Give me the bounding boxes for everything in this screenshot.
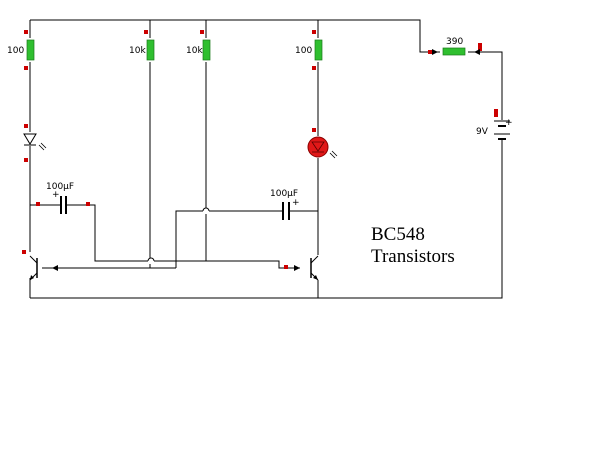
wire-c1-to-q2base [154, 260, 300, 269]
transistor-note: BC548 Transistors [371, 224, 455, 267]
led-1 [23, 133, 47, 151]
wire-battery-to-ground [30, 150, 503, 299]
r5-left-arrow [432, 49, 438, 55]
pin-r3-top [200, 30, 204, 34]
resistor-r2 [146, 39, 155, 61]
component-labels: 100 10k 10k 100 390 100µF + 100µF + 9V + [7, 37, 513, 208]
note-line-2: Transistors [371, 246, 455, 267]
label-r5: 390 [446, 37, 463, 47]
wire-c1-hop [147, 257, 155, 262]
label-c2-plus: + [292, 198, 300, 208]
pin-q2 [284, 265, 288, 269]
led-1-triangle [23, 133, 37, 145]
led-2 [307, 136, 338, 159]
pin-led1-top [24, 124, 28, 128]
resistor-r5 [442, 47, 466, 56]
pin-led1-bot [24, 158, 28, 162]
wires [29, 19, 503, 299]
led-2-triangle [311, 141, 325, 152]
battery [494, 120, 510, 150]
resistor-r4 [314, 39, 323, 61]
wire-c2-left [175, 210, 203, 268]
q1-collector [29, 255, 38, 264]
pin-r5-left [428, 50, 432, 54]
led-2-body [307, 136, 329, 158]
note-line-1: BC548 [371, 224, 425, 245]
label-r2: 10k [129, 46, 146, 56]
q2-collector [310, 255, 319, 264]
pin-r4-top [312, 30, 316, 34]
pin-r4-bot [312, 66, 316, 70]
pin-c1-left [36, 202, 40, 206]
q2-base-arrow [294, 265, 300, 271]
q1-emitter-arrow [30, 275, 34, 280]
led-1-light-arrows [38, 142, 47, 151]
label-c2: 100µF [270, 189, 298, 199]
label-battery: 9V [476, 127, 489, 137]
capacitor-c1 [60, 196, 67, 214]
label-r1: 100 [7, 46, 24, 56]
pin-r2-top [144, 30, 148, 34]
transistor-q1 [29, 255, 58, 281]
label-c1: 100µF [46, 182, 74, 192]
led-2-light-arrows [329, 150, 338, 159]
wire-c2-hop [202, 207, 210, 212]
resistor-r1 [26, 39, 35, 61]
resistors [26, 39, 466, 61]
label-r3: 10k [186, 46, 203, 56]
pin-r1-top [24, 30, 28, 34]
label-c1-plus: + [52, 190, 60, 200]
r5-pin-arrow [474, 49, 480, 55]
q2-emitter-arrow [313, 275, 318, 280]
q1-base-arrow [52, 265, 58, 271]
pin-q1 [22, 250, 26, 254]
wire-top-rail [30, 19, 440, 53]
transistor-q2 [294, 255, 319, 281]
label-r4: 100 [295, 46, 312, 56]
pin-markers [22, 30, 498, 269]
resistor-r3 [202, 39, 211, 61]
pin-c1-right [86, 202, 90, 206]
pin-r1-bot [24, 66, 28, 70]
pin-led2-top [312, 128, 316, 132]
pin-battery-top [494, 109, 498, 117]
pin-r5-right [478, 43, 482, 51]
wire-c1-right [66, 204, 148, 262]
capacitor-c2 [282, 202, 290, 220]
label-battery-plus: + [505, 118, 513, 128]
